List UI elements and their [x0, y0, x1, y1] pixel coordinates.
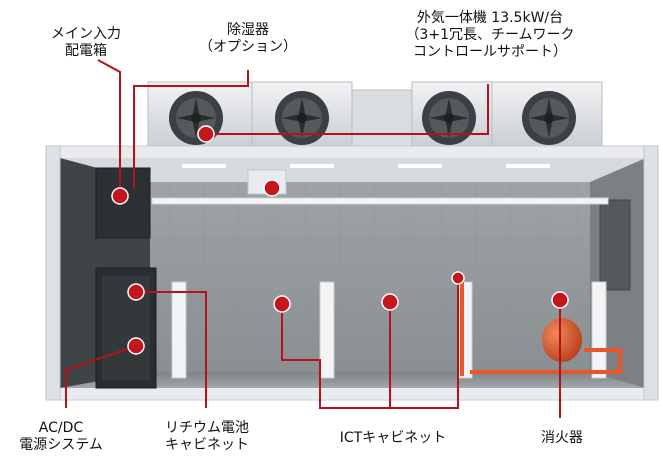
callout-outdoor-unit — [206, 84, 489, 135]
fan-icon — [422, 91, 476, 145]
label-ict-cabinet: ICTキャビネット — [318, 430, 468, 447]
label-acdc-power: AC/DC 電源システム — [6, 420, 116, 454]
callout-ict-2 — [390, 278, 459, 409]
label-acdc-power-line1: AC/DC — [38, 420, 84, 436]
callout-dehumidifier — [133, 70, 249, 188]
ict-cabinets — [171, 281, 607, 379]
marker-dots — [111, 125, 569, 355]
rack — [319, 281, 335, 379]
callout-lithium — [136, 291, 207, 408]
dot-dehumidifier — [263, 179, 281, 197]
label-lithium-cabinet: リチウム電池 キャビネット — [142, 420, 272, 454]
ceiling-lights — [182, 164, 550, 168]
dot-ict-1 — [273, 295, 291, 313]
dot-acdc — [127, 337, 145, 355]
label-outdoor-unit-line3: コントロールサポート） — [413, 44, 567, 60]
label-dehumidifier-line2: （オプション） — [199, 39, 297, 55]
label-main-panel-line2: 配電箱 — [65, 43, 107, 59]
cable-tray — [151, 197, 609, 205]
label-ict-cabinet-line1: ICTキャビネット — [339, 430, 447, 446]
callout-lines — [65, 59, 561, 418]
dot-fire — [551, 291, 569, 309]
label-lithium-cabinet-line2: キャビネット — [165, 437, 249, 453]
fan-icon — [522, 91, 576, 145]
label-fire-extinguisher: 消火器 — [522, 430, 602, 447]
outdoor-units — [147, 81, 603, 151]
label-main-panel-line1: メイン入力 — [51, 26, 121, 42]
label-main-panel: メイン入力 配電箱 — [40, 26, 132, 60]
label-lithium-cabinet-line1: リチウム電池 — [165, 420, 249, 436]
dot-outdoor-unit — [197, 125, 215, 143]
callout-ict — [281, 302, 391, 409]
label-dehumidifier: 除湿器 （オプション） — [186, 22, 310, 56]
label-fire-extinguisher-line1: 消火器 — [541, 430, 583, 446]
outdoor-unit-bridge — [351, 89, 413, 151]
callout-main-panel — [97, 59, 121, 196]
fan-icon — [275, 91, 329, 145]
fan-icon — [169, 91, 223, 145]
dot-main-panel — [111, 187, 129, 205]
fire-piping — [460, 278, 622, 376]
dot-ict-3 — [451, 271, 465, 285]
label-acdc-power-line2: 電源システム — [19, 437, 103, 453]
rack — [591, 281, 607, 379]
dot-lithium — [127, 283, 145, 301]
callout-acdc — [65, 345, 137, 408]
label-outdoor-unit-line1: 外気一体機 13.5kW/台 — [416, 10, 564, 26]
dot-ict-2 — [381, 293, 399, 311]
label-dehumidifier-line1: 除湿器 — [227, 22, 269, 38]
label-outdoor-unit: 外気一体機 13.5kW/台 （3+1冗長、チームワーク コントロールサポート） — [378, 10, 602, 61]
label-outdoor-unit-line2: （3+1冗長、チームワーク — [405, 27, 575, 43]
rack — [171, 281, 187, 379]
extinguisher-bottle — [542, 318, 582, 362]
